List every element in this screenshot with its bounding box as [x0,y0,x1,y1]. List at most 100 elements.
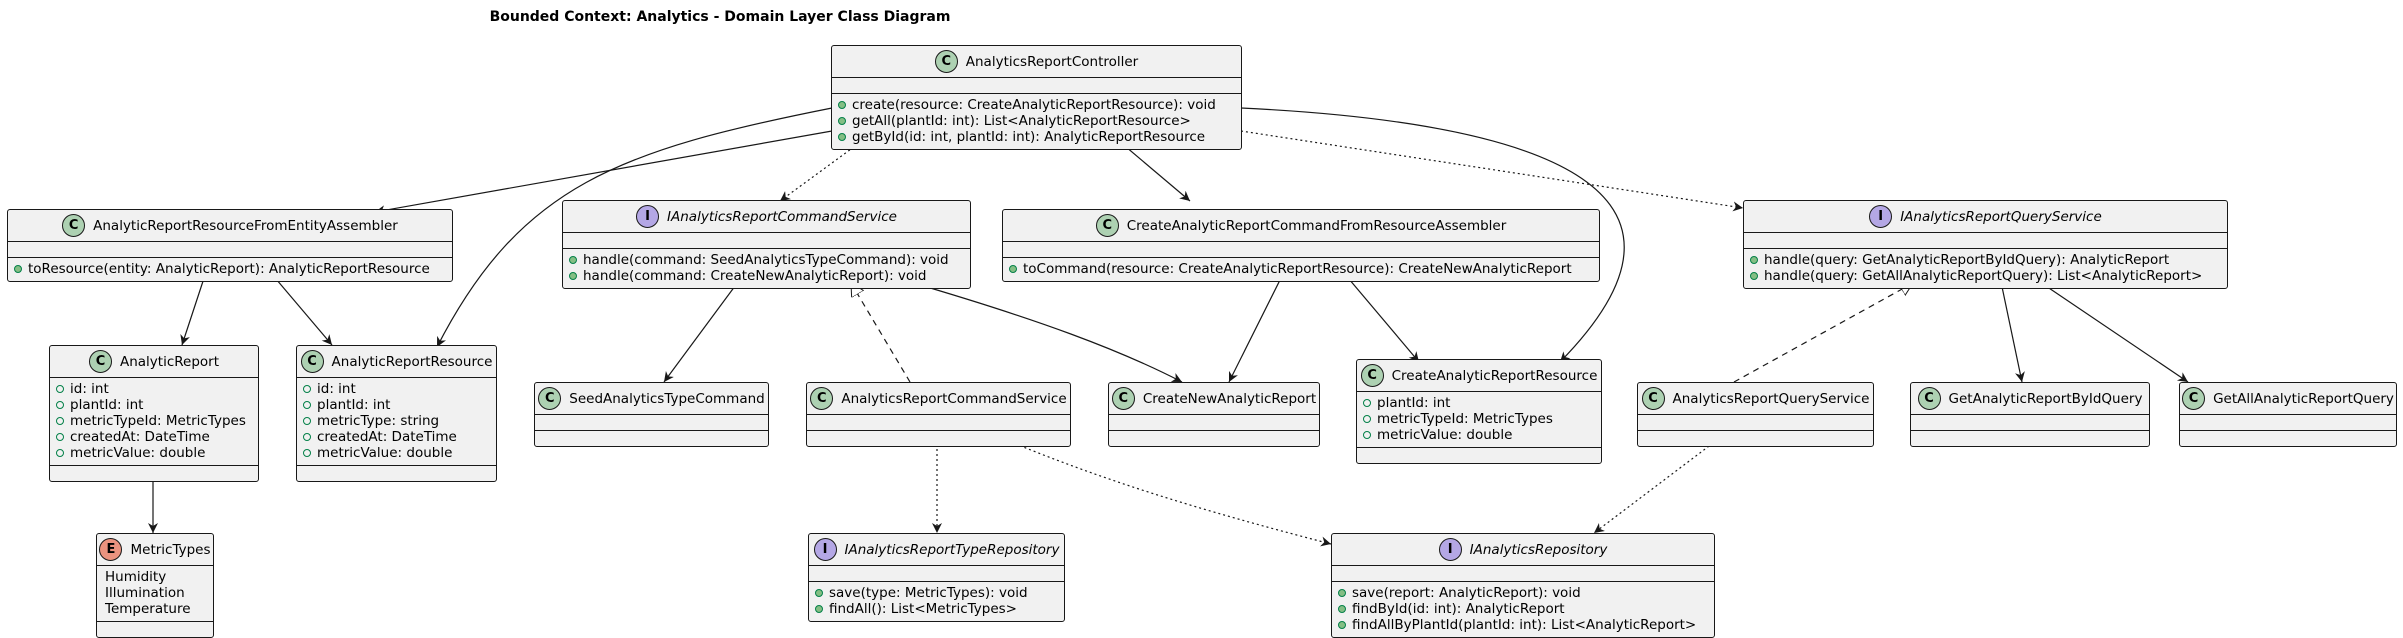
public-visibility-icon [56,417,64,425]
public-visibility-icon [56,385,64,393]
class-name: AnalyticReport [119,353,220,370]
edge-controller-entityAssembler [374,130,833,216]
edge-commandServiceImpl-commandService [851,283,911,383]
class-analytic-report: C AnalyticReport id: int plantId: int met… [49,345,259,482]
class-name: CreateAnalyticReportResource [1391,367,1598,384]
method: findAllByPlantId(plantId: int): List<Ana… [1338,617,1708,633]
method: handle(query: GetAnalyticReportByIdQuery… [1750,252,2221,268]
field: metricValue: double [56,445,252,461]
class-name: AnalyticReportResource [331,353,493,370]
field: plantId: int [1363,395,1595,411]
interface-analytics-repository: I IAnalyticsRepository save(report: Analy… [1331,533,1715,638]
class-name: GetAllAnalyticReportQuery [2213,390,2394,407]
class-stereotype-icon: C [300,350,324,373]
edge-queryService-getAllQuery [2039,281,2189,383]
public-visibility-icon [1338,605,1346,613]
class-stereotype-icon: C [538,387,562,410]
class-name: AnalyticsReportQueryService [1672,390,1870,407]
class-name: AnalyticsReportCommandService [841,390,1067,407]
class-name: CreateNewAnalyticReport [1142,390,1317,407]
method: toCommand(resource: CreateAnalyticReport… [1009,261,1593,277]
interface-stereotype-icon: I [1438,538,1462,561]
method: handle(command: CreateNewAnalyticReport)… [569,268,964,284]
method: save(report: AnalyticReport): void [1338,585,1708,601]
class-stereotype-icon: C [934,50,958,73]
class-stereotype-icon: C [810,387,834,410]
edge-controller-commandAssembler [1118,140,1191,202]
public-visibility-icon [303,385,311,393]
public-visibility-icon [1750,256,1758,264]
field: metricType: string [303,413,490,429]
public-visibility-icon [303,433,311,441]
interface-analytics-report-query-service: I IAnalyticsReportQueryService handle(que… [1743,200,2228,289]
public-visibility-icon [1363,431,1371,439]
class-stereotype-icon: C [1360,364,1384,387]
method: getById(id: int, plantId: int): Analytic… [838,129,1235,145]
public-visibility-icon [56,449,64,457]
field: createdAt: DateTime [56,429,252,445]
class-get-all-analytic-report-query: C GetAllAnalyticReportQuery [2179,382,2397,447]
method: handle(command: SeedAnalyticsTypeCommand… [569,252,964,268]
class-stereotype-icon: C [2182,387,2206,410]
class-create-analytic-report-resource: C CreateAnalyticReportResource plantId: i… [1356,359,1602,464]
method: findAll(): List<MetricTypes> [815,601,1058,617]
field: plantId: int [56,397,252,413]
class-name: GetAnalyticReportByIdQuery [1948,390,2143,407]
public-visibility-icon [303,417,311,425]
class-analytics-report-command-service: C AnalyticsReportCommandService [806,382,1071,447]
class-create-analytic-report-command-from-resource-assembler: C CreateAnalyticReportCommandFromResource… [1002,209,1600,282]
edge-controller-analyticReportResource [436,107,833,348]
class-name: IAnalyticsReportTypeRepository [844,541,1060,558]
edge-commandAssembler-createNewReport [1228,265,1288,383]
class-stereotype-icon: C [88,350,112,373]
method: getAll(plantId: int): List<AnalyticRepor… [838,113,1235,129]
public-visibility-icon [1338,621,1346,629]
field: metricTypeId: MetricTypes [1363,411,1595,427]
public-visibility-icon [303,449,311,457]
interface-stereotype-icon: I [813,538,837,561]
public-visibility-icon [838,101,846,109]
method: findById(id: int): AnalyticReport [1338,601,1708,617]
edge-controller-createResource [1240,107,1625,363]
enum-value: Temperature [105,601,191,617]
class-name: IAnalyticsReportQueryService [1900,208,2102,225]
public-visibility-icon [56,401,64,409]
edge-controller-commandService [779,140,863,202]
class-name: CreateAnalyticReportCommandFromResourceA… [1126,217,1507,234]
class-name: IAnalyticsRepository [1469,541,1608,558]
method: create(resource: CreateAnalyticReportRes… [838,97,1235,113]
public-visibility-icon [815,605,823,613]
interface-stereotype-icon: I [1869,205,1893,228]
field: id: int [56,381,252,397]
public-visibility-icon [569,272,577,280]
method: toResource(entity: AnalyticReport): Anal… [14,261,446,277]
class-stereotype-icon: C [1095,214,1119,237]
public-visibility-icon [14,265,22,273]
edge-commandServiceImpl-repository [991,433,1332,547]
interface-stereotype-icon: I [636,205,660,228]
field: createdAt: DateTime [303,429,490,445]
public-visibility-icon [1750,272,1758,280]
class-name: SeedAnalyticsTypeCommand [569,390,765,407]
public-visibility-icon [1338,589,1346,597]
public-visibility-icon [569,256,577,264]
edge-queryService-getByIdQuery [2000,281,2025,383]
public-visibility-icon [1009,265,1017,273]
edge-commandAssembler-createResource [1337,265,1420,363]
class-name: AnalyticsReportController [965,53,1139,70]
field: metricValue: double [1363,427,1595,443]
public-visibility-icon [303,401,311,409]
field: metricTypeId: MetricTypes [56,413,252,429]
edge-commandService-createNewReport [909,281,1183,383]
field: metricValue: double [303,445,490,461]
enum-stereotype-icon: E [99,538,123,561]
edge-queryServiceImpl-queryService [1733,282,1913,383]
public-visibility-icon [815,589,823,597]
